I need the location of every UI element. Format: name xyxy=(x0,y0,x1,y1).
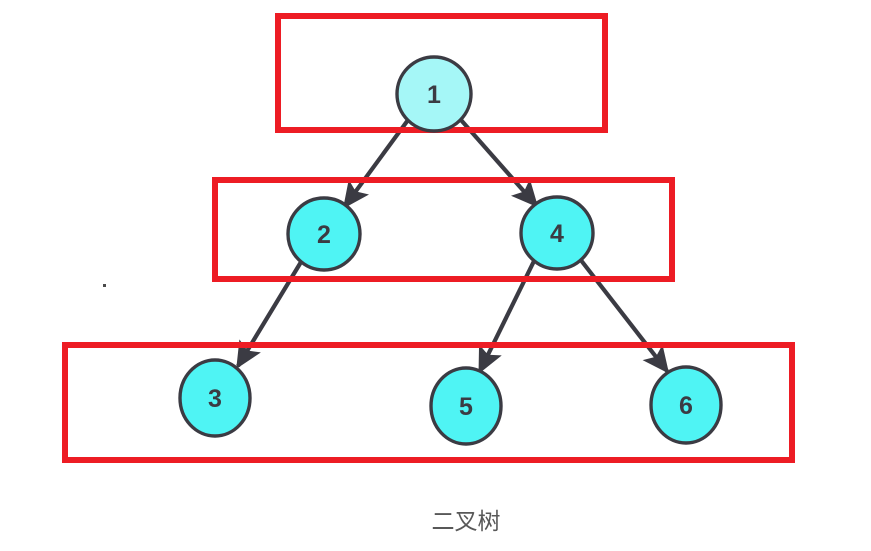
edge-4-to-5 xyxy=(478,258,537,375)
node-label: 2 xyxy=(317,221,331,249)
edge-1-to-4 xyxy=(459,118,539,208)
edge-1-to-2 xyxy=(343,118,410,209)
node-circle xyxy=(395,55,473,133)
node-circle xyxy=(649,365,723,445)
node-label: 6 xyxy=(679,392,693,420)
node-circle xyxy=(286,196,362,272)
node-circle xyxy=(519,195,595,271)
tree-node-2[interactable]: 2 xyxy=(286,196,362,272)
tree-node-1[interactable]: 1 xyxy=(395,55,473,133)
node-label: 5 xyxy=(459,393,473,421)
scan-speck-artifact xyxy=(103,284,106,287)
node-label: 4 xyxy=(550,220,564,248)
tree-node-5[interactable]: 5 xyxy=(429,366,503,446)
tree-node-6[interactable]: 6 xyxy=(649,365,723,445)
node-circle xyxy=(178,358,252,438)
level-2-highlight-box xyxy=(62,342,795,463)
edge-4-to-6 xyxy=(578,257,670,374)
nodes-layer: 1 2 4 3 5 6 xyxy=(178,55,723,446)
tree-node-4[interactable]: 4 xyxy=(519,195,595,271)
node-circle xyxy=(429,366,503,446)
level-1-highlight-box xyxy=(212,177,675,282)
figure-caption: 二叉树 xyxy=(432,509,501,535)
node-label: 3 xyxy=(208,385,222,413)
tree-node-3[interactable]: 3 xyxy=(178,358,252,438)
node-label: 1 xyxy=(427,81,441,109)
